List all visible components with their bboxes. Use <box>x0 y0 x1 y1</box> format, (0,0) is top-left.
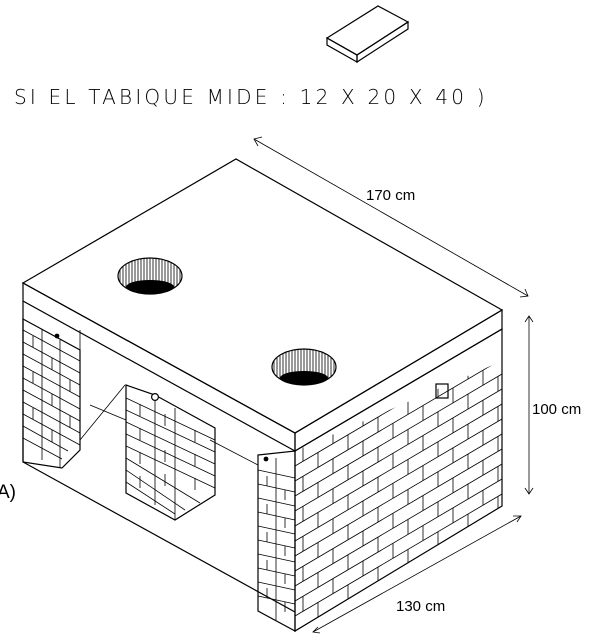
slab-hole-2 <box>271 348 337 386</box>
width-label: 130 cm <box>396 598 445 615</box>
wall-opening <box>435 383 449 399</box>
brick-pillar-middle <box>125 384 216 521</box>
width-dimension: 130 cm <box>312 515 522 634</box>
brick-pillar-left <box>22 317 81 469</box>
length-dimension: 170 cm <box>253 136 529 298</box>
height-dimension: 100 cm <box>524 315 581 495</box>
height-label: 100 cm <box>532 401 581 418</box>
brick-icon <box>325 5 410 64</box>
brick-pillar-right <box>257 450 296 633</box>
back-wall <box>22 301 296 613</box>
slab-hole-1 <box>117 257 183 295</box>
side-label: A) <box>0 482 16 503</box>
brick-size-caption: SI EL TABIQUE MIDE : 12 X 20 X 40 ) <box>14 85 488 109</box>
length-label: 170 cm <box>366 187 415 204</box>
